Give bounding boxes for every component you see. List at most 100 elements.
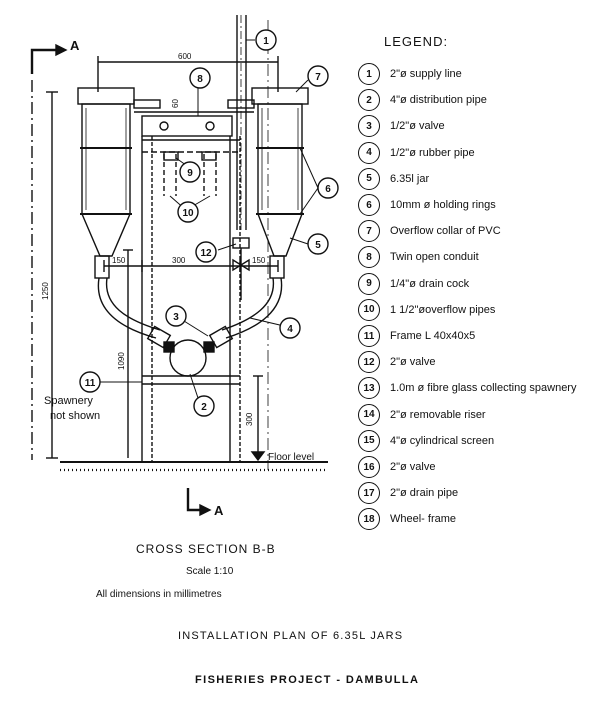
legend-text: 4"ø distribution pipe [390, 94, 487, 107]
callout-7: 7 [307, 65, 329, 87]
legend-item: 5 6.35l jar [358, 166, 429, 192]
legend-item: 8 Twin open conduit [358, 244, 479, 270]
legend-text: 2"ø supply line [390, 68, 462, 80]
scale-label: Scale 1:10 [186, 566, 234, 577]
legend-item: 15 4"ø cylindrical screen [358, 428, 494, 454]
legend-number: 4 [358, 141, 380, 164]
legend-number: 5 [358, 167, 380, 190]
svg-text:1: 1 [263, 36, 269, 47]
svg-text:2: 2 [201, 402, 207, 413]
legend-number: 3 [358, 115, 380, 138]
legend-item: 9 1/4"ø drain cock [358, 271, 469, 297]
svg-text:11: 11 [85, 378, 96, 389]
legend-text: 2"ø removable riser [390, 408, 486, 421]
right-jar [251, 87, 309, 279]
section-arrow-top [30, 43, 68, 74]
legend-text: 6.35l jar [390, 172, 430, 185]
legend-item: 13 1.0m ø fibre glass collecting spawnery [358, 375, 576, 401]
svg-text:6: 6 [325, 184, 331, 195]
distribution-pipe [169, 339, 207, 377]
section-marker-bottom: A [214, 503, 224, 518]
rubber-pipes [97, 277, 283, 353]
legend-text: Twin open conduit [390, 251, 479, 264]
legend-item: 4 1/2"ø rubber pipe [358, 140, 475, 166]
legend-title: LEGEND: [384, 34, 449, 49]
svg-text:12: 12 [200, 248, 212, 259]
legend-text: 1.0m ø fibre glass collecting spawnery [390, 382, 577, 395]
dim-small-60: 60 [171, 99, 180, 108]
section-marker-top: A [70, 38, 80, 53]
legend-item: 17 2"ø drain pipe [358, 480, 458, 506]
svg-text:5: 5 [315, 240, 321, 251]
legend-text: 2"ø drain pipe [390, 487, 459, 500]
dim-horizontal-row [103, 260, 279, 272]
legend-number: 16 [358, 456, 380, 478]
overflow-pipes [163, 151, 217, 196]
dim-frame-label: 300 [245, 412, 254, 426]
callout-2: 2 [193, 395, 215, 417]
project-title: FISHERIES PROJECT - DAMBULLA [195, 674, 420, 686]
supply-valve [232, 237, 250, 300]
svg-text:7: 7 [315, 72, 321, 83]
dim-top-label: 600 [178, 52, 192, 61]
svg-text:9: 9 [187, 168, 193, 179]
legend-item: 14 2"ø removable riser [358, 402, 486, 428]
callout-8: 8 [189, 67, 211, 89]
legend-text: Overflow collar of PVC [390, 225, 501, 238]
callout-4: 4 [279, 317, 301, 339]
legend-text: Wheel- frame [390, 513, 457, 526]
svg-text:8: 8 [197, 74, 203, 85]
dim-left-150: 150 [112, 256, 126, 265]
section-arrow-bottom [186, 488, 212, 517]
legend-text: 1/4"ø drain cock [390, 277, 470, 290]
legend-text: 1/2"ø rubber pipe [390, 146, 475, 159]
dim-frame-height [253, 375, 263, 458]
legend-number: 15 [358, 429, 380, 452]
legend-number: 8 [358, 246, 380, 269]
legend-text: 2"ø valve [390, 356, 436, 369]
legend-number: 17 [358, 482, 380, 505]
legend-text: 1/2"ø valve [390, 120, 445, 133]
legend-number: 6 [358, 194, 380, 216]
installation-title: INSTALLATION PLAN OF 6.35L JARS [178, 630, 404, 642]
legend-number: 7 [358, 220, 380, 243]
overflow-header [133, 99, 255, 137]
callout-3: 3 [165, 305, 187, 327]
callout-9: 9 [179, 161, 201, 183]
svg-text:4: 4 [287, 324, 293, 335]
legend-number: 13 [358, 377, 380, 400]
legend-number: 14 [358, 403, 380, 426]
legend-text: 10mm ø holding rings [390, 199, 496, 211]
legend-item: 6 10mm ø holding rings [358, 192, 496, 218]
legend-number: 11 [358, 325, 380, 347]
legend-number: 1 [358, 63, 380, 85]
dim-overall-height [46, 91, 58, 459]
legend-item: 1 2"ø supply line [358, 61, 462, 87]
spawnery-note-line2: not shown [50, 410, 100, 422]
dim-top-width [97, 56, 279, 92]
floor [60, 451, 328, 472]
legend-item: 7 Overflow collar of PVC [358, 218, 501, 244]
cross-section-title: CROSS SECTION B-B [136, 542, 276, 556]
svg-text:3: 3 [173, 312, 179, 323]
legend-text: 1 1/2"øoverflow pipes [390, 303, 496, 316]
legend-text: 4"ø cylindrical screen [390, 434, 495, 447]
units-note: All dimensions in millimetres [96, 589, 222, 600]
dim-overall-label: 1250 [41, 282, 50, 300]
callout-6: 6 [317, 177, 339, 199]
callout-5: 5 [307, 233, 329, 255]
dim-right-150: 150 [252, 256, 266, 265]
legend-number: 9 [358, 272, 380, 295]
floor-label: Floor level [268, 452, 314, 463]
dim-lower-height [123, 249, 133, 458]
legend-number: 18 [358, 508, 380, 531]
callout-1: 1 [255, 29, 277, 51]
central-frame [141, 136, 241, 462]
svg-text:10: 10 [182, 208, 194, 219]
